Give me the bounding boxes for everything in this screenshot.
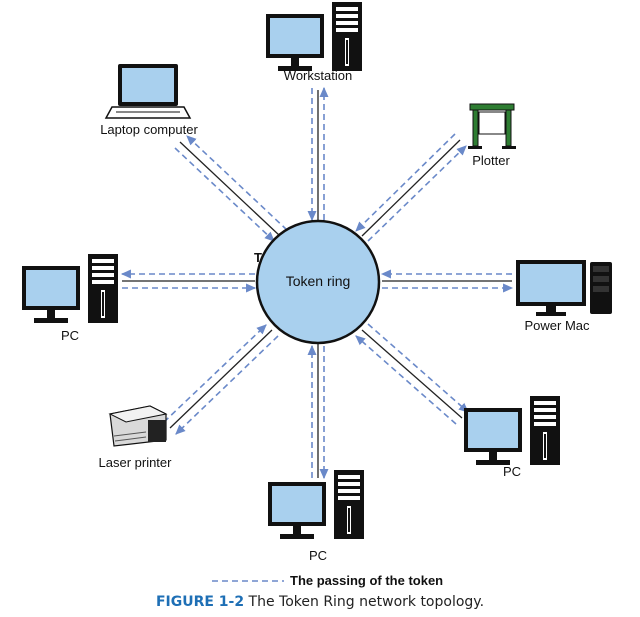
legend-label: The passing of the token <box>290 573 443 588</box>
link-power-mac <box>380 269 514 293</box>
link-workstation <box>307 86 329 222</box>
desktop-tower-icon <box>266 2 362 71</box>
laser-printer-icon <box>108 405 168 447</box>
node-workstation: Workstation <box>266 2 362 83</box>
connections <box>120 86 514 480</box>
node-plotter: Plotter <box>468 103 516 168</box>
ring-label: Token ring <box>286 273 351 289</box>
desktop-tower-icon <box>22 254 118 323</box>
desktop-tower-icon <box>464 396 560 465</box>
node-laser-printer: Laser printer <box>99 405 173 470</box>
caption-text: The Token Ring network topology. <box>244 594 485 610</box>
pc-right-label: PC <box>503 464 521 479</box>
link-pc-left <box>120 269 257 293</box>
plotter-label: Plotter <box>472 153 510 168</box>
link-plotter <box>355 133 467 242</box>
laptop-icon <box>104 64 192 119</box>
node-laptop: Laptop computer <box>100 64 198 137</box>
node-pc-left: PC <box>22 254 118 343</box>
plotter-icon <box>468 103 516 149</box>
mac-tower-icon <box>516 260 612 316</box>
token-ring: Token ring T <box>254 219 381 345</box>
link-laser-printer <box>163 324 279 435</box>
link-pc-right <box>355 323 469 425</box>
power-mac-label: Power Mac <box>524 318 590 333</box>
laser-printer-label: Laser printer <box>99 455 173 470</box>
token-marker: T <box>254 250 262 265</box>
node-power-mac: Power Mac <box>516 260 612 333</box>
workstation-label: Workstation <box>284 68 352 83</box>
legend: The passing of the token <box>212 573 443 588</box>
figure-number: FIGURE 1-2 <box>155 594 245 610</box>
node-pc-bottom: PC <box>268 470 364 563</box>
pc-left-label: PC <box>61 328 79 343</box>
link-laptop <box>174 135 288 242</box>
link-pc-bottom <box>307 344 329 480</box>
figure-caption: FIGURE 1-2 The Token Ring network topolo… <box>0 594 640 610</box>
node-pc-right: PC <box>464 396 560 479</box>
desktop-tower-icon <box>268 470 364 539</box>
laptop-label: Laptop computer <box>100 122 198 137</box>
pc-bottom-label: PC <box>309 548 327 563</box>
